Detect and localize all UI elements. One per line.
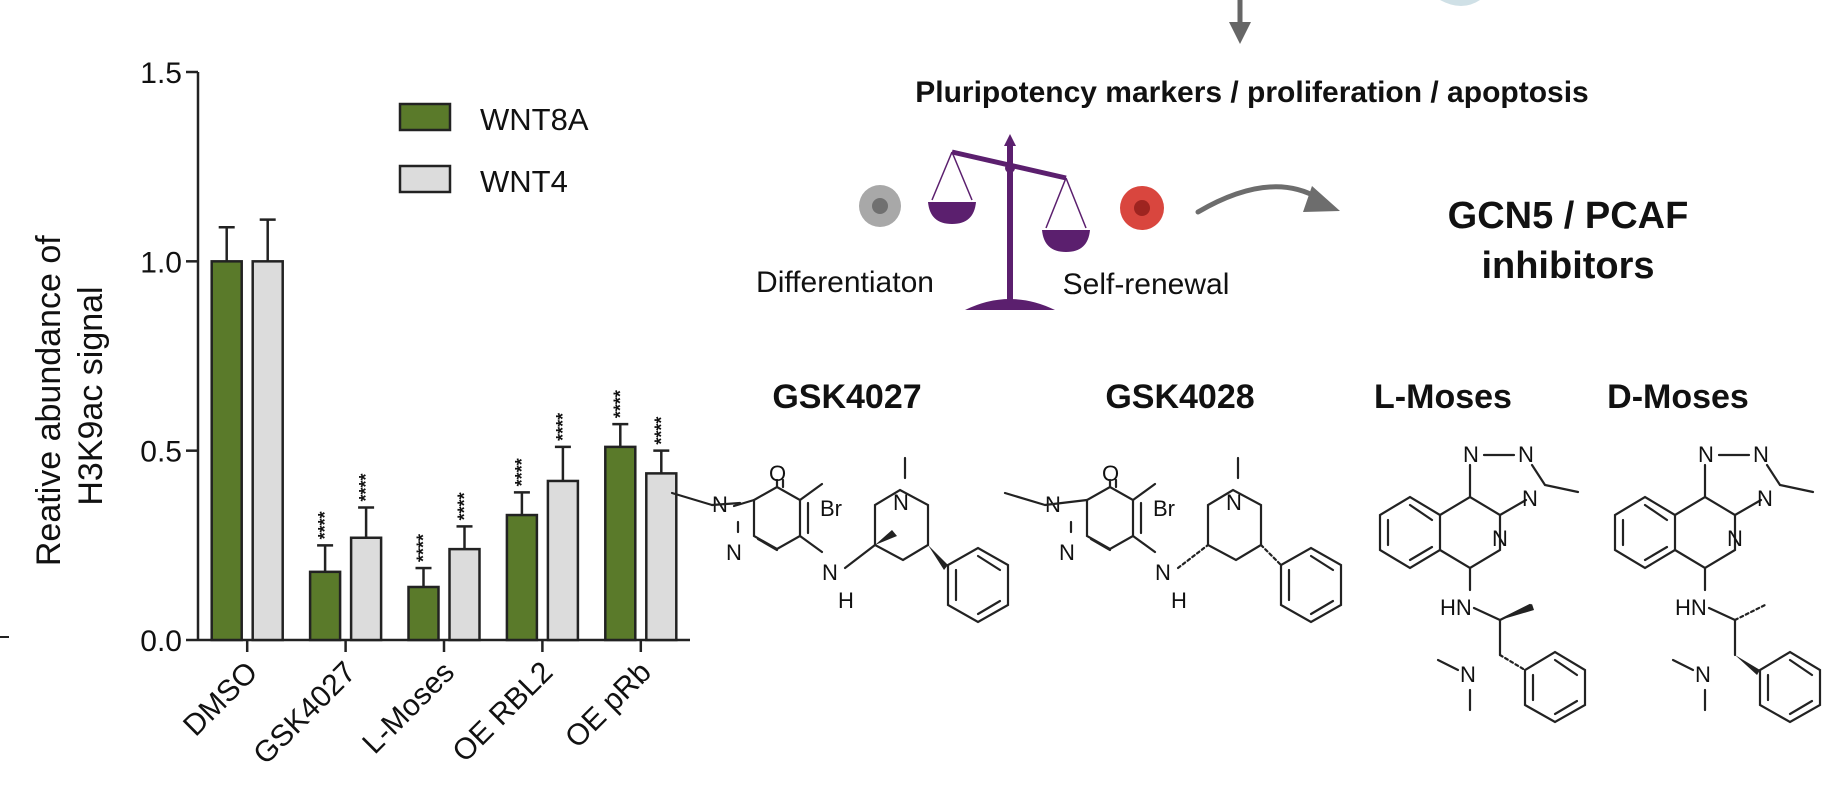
atom-n: N bbox=[726, 540, 742, 565]
compound-name-l-moses: L-Moses bbox=[1374, 378, 1512, 416]
atom-hn: HN bbox=[1440, 595, 1472, 620]
significance-label: **** bbox=[414, 534, 434, 562]
bar-wnt4-oe-prb bbox=[645, 472, 678, 642]
structure-gsk4027: O N N Br N H N bbox=[670, 456, 1010, 624]
atom-n: N bbox=[1698, 442, 1714, 467]
scale-base bbox=[965, 299, 1055, 310]
significance-label: **** bbox=[455, 492, 475, 520]
atom-n: N bbox=[1753, 442, 1769, 467]
scale-string bbox=[931, 151, 953, 201]
y-axis: 0.0 0.5 1.0 1.5 bbox=[140, 57, 200, 658]
bar-wnt8a-l-moses bbox=[407, 585, 440, 642]
self-renewal-label: Self-renewal bbox=[1063, 268, 1230, 301]
x-tick-label: DMSO bbox=[177, 656, 264, 743]
significance-label: **** bbox=[651, 417, 671, 445]
bar-wnt4-gsk4027 bbox=[349, 536, 383, 642]
bar-wnt8a-oe-prb bbox=[604, 445, 637, 642]
x-tick-label: L-Moses bbox=[356, 656, 461, 761]
y-tick-label: 0.5 bbox=[140, 436, 182, 469]
bar-wnt4-oe-rbl2 bbox=[546, 479, 580, 642]
atom-h: H bbox=[838, 588, 854, 613]
y-axis-title: Reative abundance of H3K9ac signal bbox=[30, 226, 110, 566]
structure-d-moses: N N N N HN N bbox=[1613, 442, 1822, 724]
legend-swatch-wnt8a bbox=[398, 102, 452, 132]
significance-label: **** bbox=[315, 511, 335, 539]
atom-n: N bbox=[1757, 486, 1773, 511]
atom-n: N bbox=[1463, 442, 1479, 467]
atom-h: H bbox=[1171, 588, 1187, 613]
bar-wnt4-dmso bbox=[251, 260, 284, 642]
atom-hn: HN bbox=[1675, 595, 1707, 620]
atom-o: O bbox=[1102, 461, 1119, 486]
balance-scale-icon bbox=[928, 134, 1090, 310]
significance-label: **** bbox=[553, 413, 573, 441]
bar-wnt8a-dmso bbox=[210, 260, 243, 642]
scale-string bbox=[1045, 177, 1067, 229]
atom-br: Br bbox=[1153, 496, 1175, 521]
legend-label-wnt4: WNT4 bbox=[480, 164, 568, 199]
y-axis-title-line-1: Reative abundance of bbox=[30, 235, 68, 566]
atom-n: N bbox=[893, 490, 909, 515]
bar-wnt8a-gsk4027 bbox=[308, 570, 342, 642]
scale-pan-left bbox=[928, 202, 976, 224]
compound-name-d-moses: D-Moses bbox=[1607, 378, 1749, 416]
legend-label-wnt8a: WNT8A bbox=[480, 102, 589, 137]
y-axis-title-line-2: H3K9ac signal bbox=[72, 286, 110, 505]
significance-label: **** bbox=[610, 390, 630, 418]
atom-n: N bbox=[1059, 540, 1075, 565]
structure-gsk4028: O N N Br N H N bbox=[1003, 456, 1343, 624]
y-tick-label: 1.0 bbox=[140, 246, 182, 279]
significance-label: **** bbox=[356, 473, 376, 501]
differentiated-cell-icon bbox=[859, 185, 901, 227]
y-tick-label: 1.5 bbox=[140, 57, 182, 90]
atom-n: N bbox=[1522, 486, 1538, 511]
atom-n: N bbox=[1492, 526, 1508, 551]
mechanism-schema: Pluripotency markers / proliferation / a… bbox=[670, 0, 1822, 724]
x-tick-label: OE RBL2 bbox=[446, 656, 559, 769]
atom-o: O bbox=[769, 461, 786, 486]
scale-string bbox=[1065, 177, 1087, 229]
legend-swatch-wnt4 bbox=[398, 164, 452, 194]
down-arrow-icon bbox=[1229, 0, 1251, 44]
atom-n: N bbox=[1226, 490, 1242, 515]
atom-n: N bbox=[822, 560, 838, 585]
bar-wnt4-l-moses bbox=[448, 547, 481, 642]
scale-pivot bbox=[1005, 163, 1015, 173]
scale-pan-right bbox=[1042, 230, 1090, 252]
x-tick-label: OE pRb bbox=[559, 656, 658, 755]
inhibitor-title-line-1: GCN5 / PCAF bbox=[1448, 195, 1689, 237]
bars: **** **** **** **** **** **** **** **** bbox=[210, 218, 678, 642]
y-tick-label: 0.0 bbox=[140, 625, 182, 658]
curved-arrow-icon bbox=[1195, 184, 1340, 215]
bar-chart: Reative abundance of H3K9ac signal 0.00.… bbox=[30, 57, 690, 771]
atom-n: N bbox=[1695, 662, 1711, 687]
atom-n: N bbox=[1460, 662, 1476, 687]
atom-n: N bbox=[1155, 560, 1171, 585]
cropped-graphic-fragment bbox=[1440, 0, 1480, 6]
significance-label: **** bbox=[512, 458, 532, 486]
differentiation-label: Differentiaton bbox=[756, 266, 934, 299]
legend: WNT8A WNT4 bbox=[398, 102, 589, 199]
stem-cell-icon bbox=[1120, 186, 1164, 230]
schema-heading: Pluripotency markers / proliferation / a… bbox=[915, 76, 1589, 109]
atom-n: N bbox=[1727, 526, 1743, 551]
scale-string bbox=[951, 151, 973, 201]
structure-l-moses: N N N N HN N bbox=[1378, 442, 1587, 724]
compound-name-gsk4028: GSK4028 bbox=[1105, 378, 1254, 416]
bar-wnt8a-oe-rbl2 bbox=[505, 513, 539, 642]
inhibitor-title-line-2: inhibitors bbox=[1481, 245, 1654, 287]
atom-n: N bbox=[1518, 442, 1534, 467]
atom-br: Br bbox=[820, 496, 842, 521]
compound-name-gsk4027: GSK4027 bbox=[772, 378, 921, 416]
scale-finial bbox=[1004, 134, 1016, 146]
x-tick-label: GSK4027 bbox=[247, 656, 362, 771]
